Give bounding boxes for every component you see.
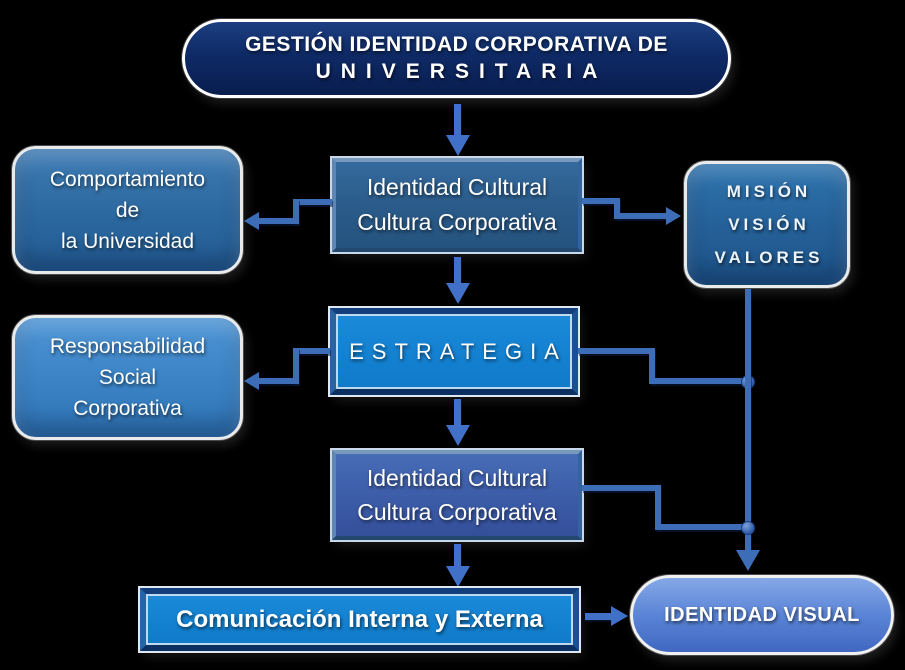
arrowhead-left-icon [244, 212, 259, 230]
arrowhead-down-icon [736, 550, 760, 571]
node-identidad-cultural-top: Identidad Cultural Cultura Corporativa [332, 158, 582, 252]
node-identidad-visual: IDENTIDAD VISUAL [630, 575, 894, 655]
node-comunicacion-interna-externa: Comunicación Interna y Externa [140, 588, 579, 651]
title-line-1: GESTIÓN IDENTIDAD CORPORATIVA DE [245, 33, 668, 56]
node-comportamiento-universidad: Comportamiento de la Universidad [12, 146, 243, 274]
node-gestion-identidad-corporativa: GESTIÓN IDENTIDAD CORPORATIVA DE UNIVERS… [182, 19, 731, 98]
arrowhead-left-icon [244, 372, 259, 390]
node-responsabilidad-social: Responsabilidad Social Corporativa [12, 315, 243, 440]
arrowhead-right-icon [666, 207, 681, 225]
node-mision-vision-valores: MISIÓN VISIÓN VALORES [684, 161, 850, 288]
node-estrategia: ESTRATEGIA [330, 308, 578, 395]
title-line-2: UNIVERSITARIA [315, 60, 608, 83]
arrowhead-right-icon [611, 606, 628, 626]
node-identidad-cultural-bottom: Identidad Cultural Cultura Corporativa [332, 450, 582, 540]
junction-dot-icon [741, 521, 755, 535]
